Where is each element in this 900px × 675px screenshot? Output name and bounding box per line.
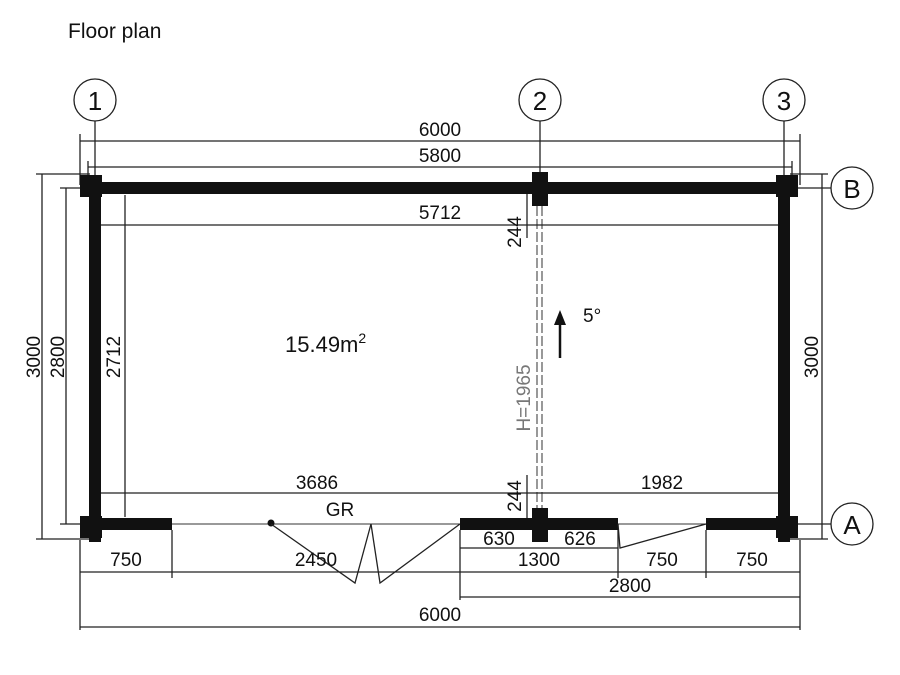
top-dimension-5800: 5800 — [87, 146, 793, 185]
wall-bottom-right — [706, 518, 797, 530]
axis-label-a: A — [843, 510, 861, 540]
post-partition-bottom — [532, 508, 548, 542]
dim-bottom-seg-3: 1300 — [518, 550, 560, 571]
dim-bottom-total: 6000 — [419, 605, 461, 626]
room-area-label: 15.49m2 — [285, 330, 366, 357]
dim-top-inner: 5800 — [419, 146, 461, 167]
dim-bottom-seg-5: 750 — [736, 550, 768, 571]
dim-bottom-left-room: 3686 — [296, 473, 338, 494]
partition-wall — [536, 206, 543, 508]
walls — [80, 172, 798, 542]
interior-dimension-bottom: 3686 1982 — [101, 473, 778, 494]
left-dimension-2800: 2800 — [48, 187, 84, 525]
axis-label-b: B — [843, 174, 860, 204]
axis-label-2: 2 — [533, 86, 547, 116]
left-dimension-3000: 3000 — [24, 173, 90, 540]
axis-label-3: 3 — [777, 86, 791, 116]
dim-top-outer: 6000 — [419, 120, 461, 141]
axis-marker-3: 3 — [762, 78, 806, 185]
dim-left-interior: 2712 — [104, 336, 125, 378]
slope-arrow-icon — [554, 310, 566, 358]
page-title: Floor plan — [68, 20, 162, 43]
corner-top-right — [776, 175, 798, 197]
axis-marker-2: 2 — [518, 78, 562, 185]
wall-left — [89, 182, 101, 542]
post-partition-top — [532, 172, 548, 206]
axis-label-1: 1 — [88, 86, 102, 116]
dim-bottom-seg-2: 2450 — [295, 550, 337, 571]
left-dimension-2712: 2712 — [104, 195, 126, 517]
dim-top-interior: 5712 — [419, 203, 461, 224]
dim-partition-gap-bottom: 244 — [505, 480, 526, 512]
bottom-dimension-2800: 2800 — [460, 576, 800, 598]
dim-right-outer: 3000 — [802, 336, 823, 378]
bottom-small-dimensions: 630 626 — [460, 529, 618, 550]
bottom-dimension-chain: 750 2450 1300 750 750 — [79, 530, 801, 630]
corner-bottom-left — [80, 516, 102, 538]
roof-slope-label: 5° — [583, 306, 601, 327]
door-label: GR — [326, 500, 355, 521]
partition-height-label: H=1965 — [514, 364, 535, 431]
dim-bottom-seg-4: 750 — [646, 550, 678, 571]
wall-bottom-left — [80, 518, 172, 530]
right-dimension-3000: 3000 — [790, 173, 828, 540]
corner-top-left — [80, 175, 102, 197]
dim-partition-gap-top: 244 — [505, 216, 526, 248]
window-opening — [617, 523, 707, 549]
dim-left-outer: 3000 — [24, 336, 45, 378]
corner-bottom-right — [776, 516, 798, 538]
dim-bottom-seg-1: 750 — [110, 550, 142, 571]
door-opening: GR — [172, 500, 461, 585]
interior-dimension-5712: 5712 — [101, 203, 778, 226]
dim-bottom-small-2: 626 — [564, 529, 596, 550]
bottom-dimension-6000: 6000 — [80, 605, 800, 628]
axis-marker-1: 1 — [73, 78, 117, 185]
dim-bottom-sub-total: 2800 — [609, 576, 651, 597]
partition-gap-dimensions: 244 244 — [505, 194, 528, 518]
dim-bottom-right-room: 1982 — [641, 473, 683, 494]
wall-right — [778, 182, 790, 542]
wall-top — [80, 182, 797, 194]
dim-left-inner: 2800 — [48, 336, 69, 378]
dim-bottom-small-1: 630 — [483, 529, 515, 550]
